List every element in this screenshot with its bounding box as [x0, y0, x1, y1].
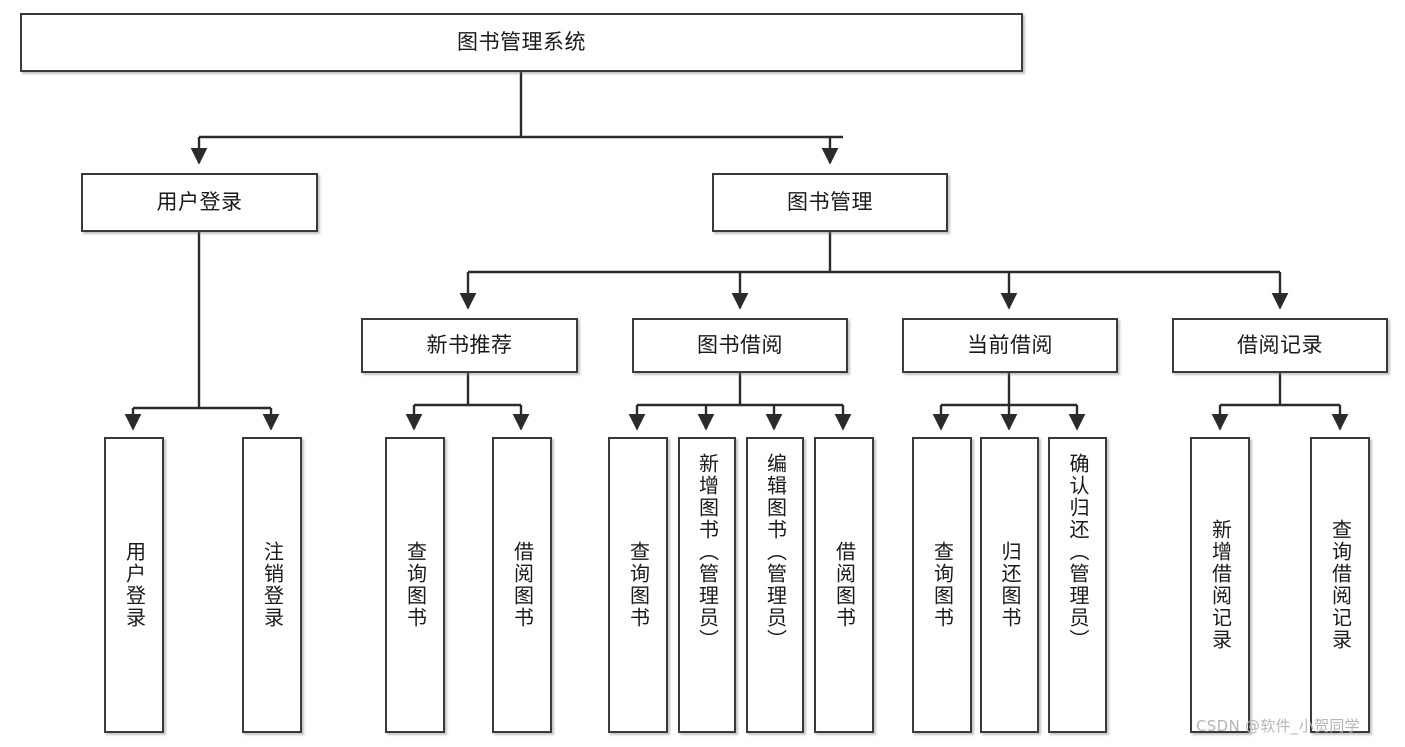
node-leaf-borrow-books-recommend[interactable]: 借阅图书 — [492, 437, 552, 733]
node-leaf-query-books-borrow[interactable]: 查询图书 — [608, 437, 668, 733]
node-leaf-logout[interactable]: 注销登录 — [242, 437, 302, 733]
node-label: 查询借阅记录 — [1328, 519, 1353, 651]
node-label: 当前借阅 — [967, 332, 1053, 357]
node-root-book-management-system[interactable]: 图书管理系统 — [20, 13, 1023, 72]
node-label: 用户登录 — [156, 189, 243, 214]
node-leaf-add-book-admin[interactable]: 新增图书（管理员） — [678, 437, 736, 733]
node-leaf-confirm-return-admin[interactable]: 确认归还（管理员） — [1048, 437, 1107, 733]
node-borrowing-records[interactable]: 借阅记录 — [1172, 318, 1388, 373]
node-label: 查询图书 — [930, 541, 955, 629]
node-current-borrowing[interactable]: 当前借阅 — [902, 318, 1118, 373]
node-leaf-query-borrow-record[interactable]: 查询借阅记录 — [1310, 437, 1370, 733]
node-new-book-recommendation[interactable]: 新书推荐 — [361, 318, 578, 373]
node-label: 确认归还（管理员） — [1066, 453, 1090, 651]
node-label: 新增借阅记录 — [1208, 519, 1233, 651]
node-leaf-return-books[interactable]: 归还图书 — [980, 437, 1039, 733]
node-leaf-borrow-books[interactable]: 借阅图书 — [814, 437, 874, 733]
node-leaf-edit-book-admin[interactable]: 编辑图书（管理员） — [746, 437, 804, 733]
node-leaf-query-books-recommend[interactable]: 查询图书 — [385, 437, 445, 733]
node-label: 图书管理系统 — [457, 29, 586, 54]
node-user-login[interactable]: 用户登录 — [81, 173, 318, 232]
node-label: 图书借阅 — [697, 332, 783, 357]
node-label: 编辑图书（管理员） — [763, 453, 788, 651]
node-label: 查询图书 — [626, 541, 651, 629]
node-book-management[interactable]: 图书管理 — [712, 173, 948, 232]
node-label: 借阅图书 — [510, 541, 535, 629]
node-label: 归还图书 — [998, 541, 1022, 629]
node-label: 查询图书 — [403, 541, 428, 629]
node-label: 图书管理 — [787, 189, 873, 214]
node-label: 新书推荐 — [426, 332, 513, 357]
node-book-borrowing[interactable]: 图书借阅 — [632, 318, 848, 373]
node-label: 用户登录 — [122, 541, 147, 629]
node-label: 借阅记录 — [1237, 332, 1323, 357]
node-label: 借阅图书 — [832, 541, 857, 629]
csdn-watermark: CSDN @软件_小贺同学 — [1196, 717, 1360, 735]
node-label: 注销登录 — [260, 541, 285, 629]
node-leaf-add-borrow-record[interactable]: 新增借阅记录 — [1190, 437, 1250, 733]
node-leaf-user-login[interactable]: 用户登录 — [104, 437, 164, 733]
node-label: 新增图书（管理员） — [695, 453, 720, 651]
node-leaf-query-books-current[interactable]: 查询图书 — [912, 437, 972, 733]
